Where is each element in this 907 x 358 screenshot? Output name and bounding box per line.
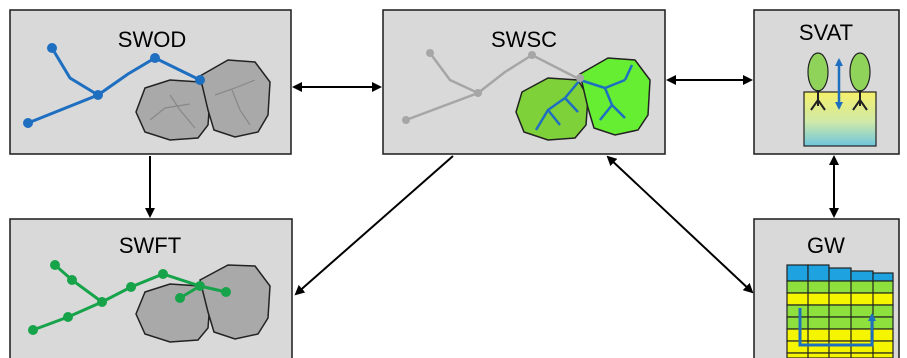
- swft-box[interactable]: SWFT: [9, 218, 293, 358]
- swft-stream-network-icon: [28, 260, 231, 335]
- swsc-box[interactable]: SWSC: [382, 9, 666, 155]
- connectors: [145, 75, 839, 296]
- swsc-subcatchment-icon: [515, 57, 651, 141]
- tree-icon: [849, 52, 871, 111]
- arrow-swsc-gw: [606, 155, 754, 294]
- arrow-swsc-swft: [294, 155, 454, 296]
- svat-title: SVAT: [799, 20, 853, 45]
- swsc-stream-network-icon: [402, 49, 578, 124]
- swod-stream-network-icon: [23, 43, 205, 128]
- swod-box[interactable]: SWOD: [9, 9, 292, 155]
- gw-title: GW: [807, 233, 845, 258]
- swsc-title: SWSC: [491, 27, 557, 52]
- swod-catchment-icon: [135, 59, 271, 141]
- swod-title: SWOD: [118, 27, 186, 52]
- gw-box[interactable]: GW: [753, 218, 900, 358]
- groundwater-flow-arrow-icon: [798, 308, 876, 347]
- swft-title: SWFT: [119, 233, 181, 258]
- swft-catchment-icon: [135, 264, 271, 343]
- tree-icon: [807, 52, 829, 111]
- svat-box[interactable]: SVAT: [753, 9, 900, 155]
